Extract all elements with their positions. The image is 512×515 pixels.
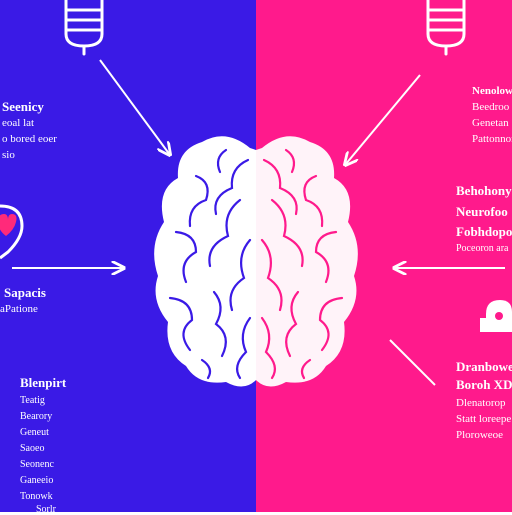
left-group3-line5: Saoeo xyxy=(20,443,45,454)
left-group1-line3: o bored eoer xyxy=(2,133,57,145)
brain-left-hemisphere-icon xyxy=(154,136,256,387)
left-group2-line1: Sapacis xyxy=(4,285,46,300)
right-group2-line2: Neurofoo xyxy=(456,204,508,219)
left-group3-line7: Ganeeio xyxy=(20,475,54,486)
right-group1-line4: Pattonnore xyxy=(472,133,512,145)
right-group3-line3: Dlenatorop xyxy=(456,397,506,409)
right-group1-line3: Genetan xyxy=(472,117,509,129)
right-group2-line1: Behohony xyxy=(456,183,512,198)
brain-right-hemisphere-icon xyxy=(256,136,358,387)
left-group1-line1: Seenicy xyxy=(2,99,44,114)
left-group3-line1: Blenpirt xyxy=(20,375,67,390)
person-icon xyxy=(480,300,512,332)
right-group2-line3: Fobhdopo xyxy=(456,224,512,239)
left-group3-line9: Sorlr xyxy=(36,504,56,515)
left-group1-line4: sio xyxy=(2,149,15,161)
left-group3-line3: Bearory xyxy=(20,411,53,422)
right-group1-line1: Nenolow xyxy=(472,85,512,97)
connector-bottom-right xyxy=(389,339,436,386)
arrow-top-left xyxy=(99,59,170,155)
right-group3-line1: Dranbowe xyxy=(456,359,512,374)
left-group3-line6: Seonenc xyxy=(20,459,54,470)
right-group3-line5: Ploroweoe xyxy=(456,429,504,441)
right-group1-line2: Beedroo xyxy=(472,101,510,113)
left-group1-line2: eoal lat xyxy=(2,117,35,129)
right-group3-line4: Statt loreepe xyxy=(456,413,512,425)
right-group3-line2: Boroh XD xyxy=(456,377,512,392)
heart-pin-icon xyxy=(0,204,24,260)
left-group3-line2: Teatig xyxy=(20,395,45,406)
test-tube-icon xyxy=(64,0,104,56)
left-group3-line4: Geneut xyxy=(20,427,49,438)
left-group2-line2: aPatione xyxy=(0,303,38,315)
left-group3-line8: Tonowk xyxy=(20,491,53,502)
arrow-top-right xyxy=(345,74,421,165)
right-group2-line4: Poceoron ara xyxy=(456,243,509,254)
test-tube-icon xyxy=(426,0,466,56)
